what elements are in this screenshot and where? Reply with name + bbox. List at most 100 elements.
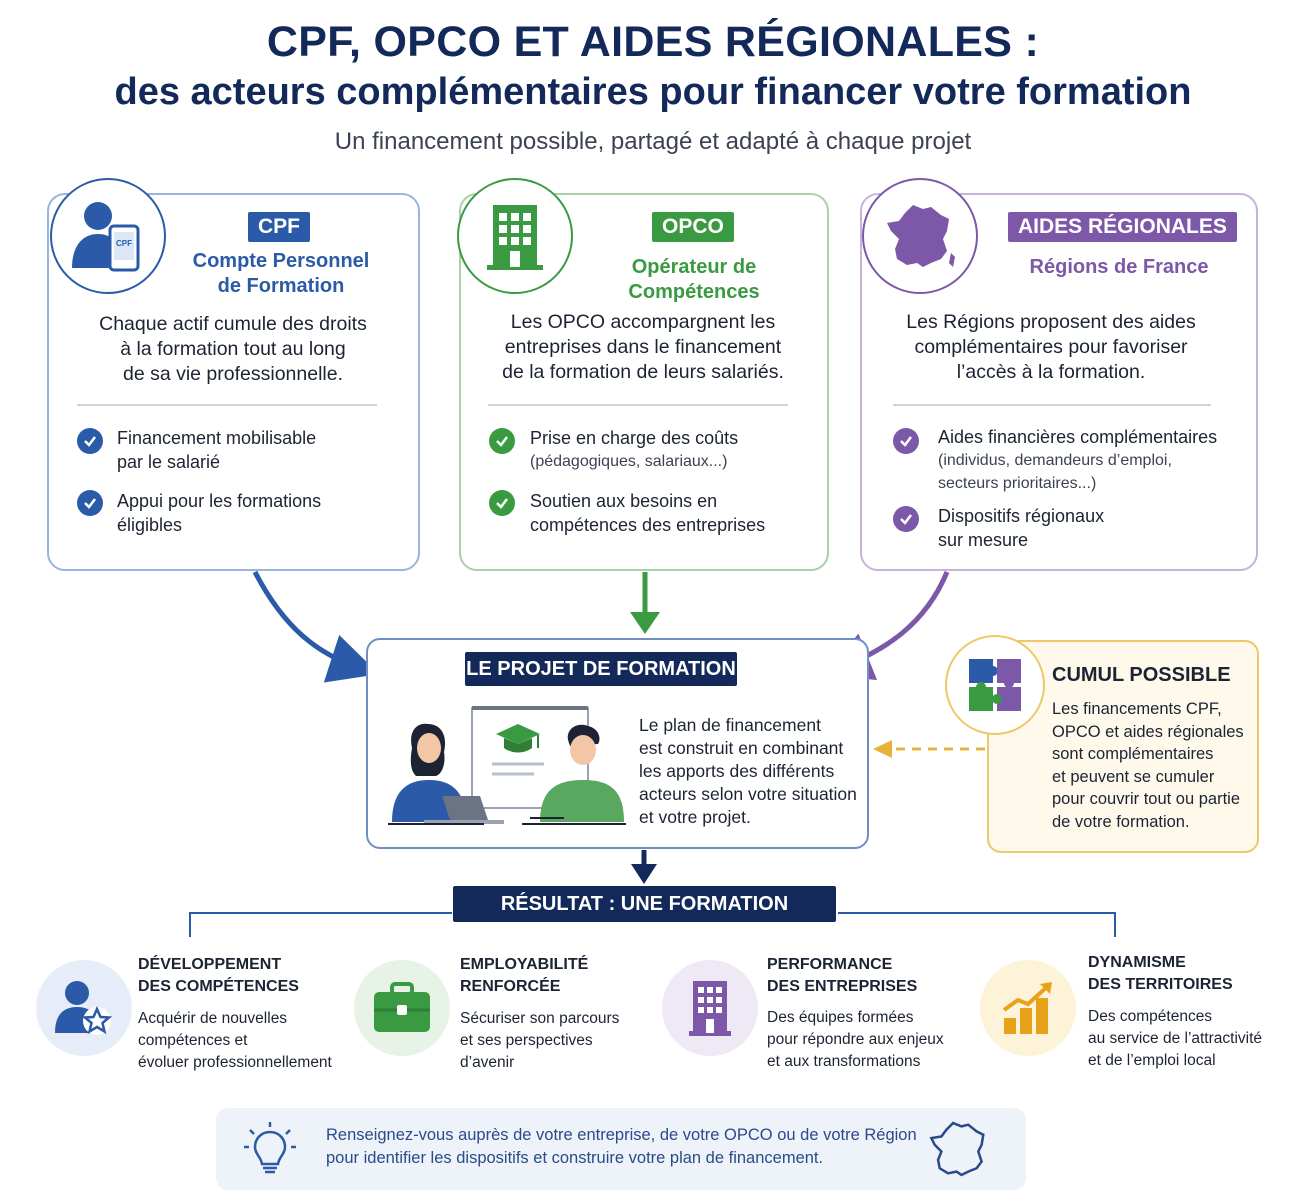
- cpf-bullet-1: Financement mobilisable par le salarié: [117, 426, 316, 474]
- cpf-icon-circle: CPF: [50, 178, 166, 294]
- result-text-line: et aux transformations: [767, 1053, 921, 1070]
- result-title: EMPLOYABILITÉ RENFORCÉE: [460, 954, 588, 998]
- regional-desc-line: l’accès à la formation.: [956, 361, 1146, 383]
- result-icon-circle: [662, 960, 758, 1056]
- result-text-line: Des compétences: [1088, 1008, 1213, 1025]
- opco-arrow-head: [630, 612, 660, 634]
- check-icon: [489, 490, 515, 516]
- result-text: Acquérir de nouvelles compétences et évo…: [138, 1008, 332, 1074]
- result-text: Des compétences au service de l’attracti…: [1088, 1006, 1262, 1072]
- project-text-line: et votre projet.: [639, 807, 751, 827]
- project-text-line: Le plan de financement: [639, 715, 821, 735]
- result-title: DYNAMISME DES TERRITOIRES: [1088, 952, 1233, 996]
- bullet-line: Financement mobilisable: [117, 428, 317, 448]
- regional-subtitle: Régions de France: [1029, 256, 1209, 278]
- bullet-line: Aides financières complémentaires: [938, 427, 1218, 447]
- result-text-line: au service de l’attractivité: [1088, 1030, 1263, 1047]
- regional-divider: [893, 404, 1211, 406]
- bullet-line: Soutien aux besoins en: [530, 491, 718, 511]
- project-badge: LE PROJET DE FORMATION: [465, 652, 737, 686]
- cumul-line: OPCO et aides régionales: [1052, 722, 1244, 741]
- result-title-line: DYNAMISME: [1088, 954, 1186, 971]
- opco-badge: OPCO: [652, 212, 734, 242]
- briefcase-icon: [374, 982, 430, 1032]
- regional-desc-line: complémentaires pour favoriser: [914, 336, 1188, 358]
- footer-text: Renseignez-vous auprès de votre entrepri…: [326, 1124, 917, 1170]
- cpf-bullet-2: Appui pour les formations éligibles: [117, 489, 321, 537]
- project-description: Le plan de financement est construit en …: [639, 714, 857, 829]
- cumul-line: de votre formation.: [1052, 812, 1190, 831]
- footer-text-line: pour identifier les dispositifs et const…: [326, 1149, 824, 1167]
- opco-description: Les OPCO accompargnent les entreprises d…: [470, 310, 816, 385]
- regional-bullet-1: Aides financières complémentaires (indiv…: [938, 425, 1217, 495]
- project-text-line: acteurs selon votre situation: [639, 784, 857, 804]
- building-icon: [487, 205, 543, 270]
- result-bracket: [189, 912, 1116, 937]
- user-phone-icon: CPF: [72, 202, 140, 272]
- result-text: Sécuriser son parcours et ses perspectiv…: [460, 1008, 619, 1074]
- cpf-desc-line: Chaque actif cumule des droits: [99, 313, 367, 335]
- check-icon: [893, 506, 919, 532]
- result-title-line: DES ENTREPRISES: [767, 978, 918, 995]
- result-text-line: Sécuriser son parcours: [460, 1010, 620, 1027]
- opco-icon-circle: [457, 178, 573, 294]
- result-title-line: DES COMPÉTENCES: [138, 978, 299, 995]
- result-icon-circle: [36, 960, 132, 1056]
- cumul-icon-circle: [945, 635, 1045, 735]
- cumul-title: CUMUL POSSIBLE: [1052, 664, 1231, 686]
- puzzle-icon: [969, 659, 1021, 711]
- svg-text:CPF: CPF: [116, 239, 132, 248]
- opco-desc-line: entreprises dans le financement: [504, 336, 782, 358]
- result-title: DÉVELOPPEMENT DES COMPÉTENCES: [138, 954, 299, 998]
- check-icon: [77, 428, 103, 454]
- france-map-icon: [887, 205, 955, 267]
- result-text: Des équipes formées pour répondre aux en…: [767, 1007, 944, 1073]
- france-outline-icon: [929, 1121, 985, 1177]
- regional-bullet-2: Dispositifs régionaux sur mesure: [938, 504, 1104, 552]
- bullet-line: Appui pour les formations: [117, 491, 322, 511]
- check-icon: [489, 428, 515, 454]
- opco-subtitle: Opérateur de Compétences: [628, 256, 760, 303]
- check-icon: [893, 428, 919, 454]
- opco-divider: [488, 404, 788, 406]
- result-text-line: pour répondre aux enjeux: [767, 1031, 944, 1048]
- opco-bullet-2: Soutien aux besoins en compétences des e…: [530, 489, 765, 537]
- project-text-line: les apports des différents: [639, 761, 835, 781]
- result-text-line: d’avenir: [460, 1054, 515, 1071]
- bullet-line: compétences des entreprises: [530, 515, 766, 535]
- footer-text-line: Renseignez-vous auprès de votre entrepri…: [326, 1126, 917, 1144]
- regional-badge: AIDES RÉGIONALES: [1008, 212, 1237, 242]
- result-text-line: Acquérir de nouvelles: [138, 1010, 288, 1027]
- result-title-line: PERFORMANCE: [767, 956, 893, 973]
- result-text-line: compétences et: [138, 1032, 248, 1049]
- project-down-arrow-head: [631, 864, 657, 884]
- growth-chart-icon: [1002, 982, 1052, 1034]
- office-building-icon: [689, 981, 731, 1036]
- result-text-line: et ses perspectives: [460, 1032, 593, 1049]
- bullet-line: Dispositifs régionaux: [938, 506, 1105, 526]
- regional-icon-circle: [862, 178, 978, 294]
- project-text-line: est construit en combinant: [639, 738, 844, 758]
- result-title-line: EMPLOYABILITÉ: [460, 956, 589, 973]
- result-text-line: Des équipes formées: [767, 1009, 914, 1026]
- regional-desc-line: Les Régions proposent des aides: [906, 311, 1196, 333]
- result-badge: RÉSULTAT : UNE FORMATION FINANCÉE: [453, 886, 836, 951]
- training-illustration: [388, 706, 626, 825]
- cumul-line: sont complémentaires: [1052, 745, 1214, 763]
- cpf-subtitle-line: de Formation: [217, 275, 345, 297]
- bullet-line: secteurs prioritaires...): [938, 475, 1097, 492]
- result-text-line: évoluer professionnellement: [138, 1054, 332, 1071]
- cumul-line: et peuvent se cumuler: [1052, 767, 1215, 786]
- cpf-desc-line: de sa vie professionnelle.: [122, 363, 344, 385]
- cpf-divider: [77, 404, 377, 406]
- bullet-line: sur mesure: [938, 530, 1029, 550]
- cumul-description: Les financements CPF, OPCO et aides régi…: [1052, 698, 1244, 833]
- cumul-arrow-head: [873, 740, 892, 758]
- result-title-line: DES TERRITOIRES: [1088, 976, 1233, 993]
- check-icon: [77, 490, 103, 516]
- opco-desc-line: Les OPCO accompargnent les: [510, 311, 776, 333]
- page-title: CPF, OPCO ET AIDES RÉGIONALES :: [266, 18, 1040, 66]
- user-star-icon: [55, 981, 113, 1035]
- bullet-line: (pédagogiques, salariaux...): [530, 453, 728, 470]
- cpf-arrow: [252, 570, 380, 683]
